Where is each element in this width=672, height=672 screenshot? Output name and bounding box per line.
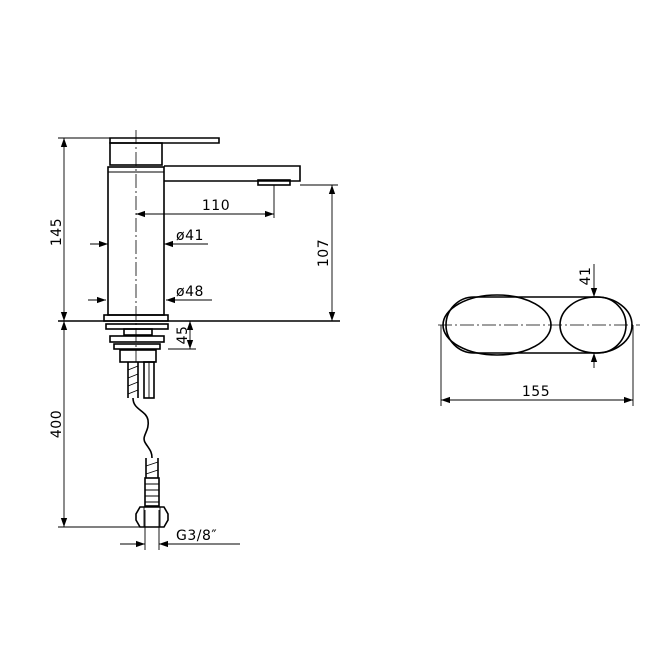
dim-label-155: 155 <box>522 384 550 400</box>
dimension-body-dia-upper: ø41 <box>90 228 208 248</box>
dim-label-107: 107 <box>316 239 332 267</box>
dimension-total-height: 145 <box>49 137 110 321</box>
dim-label-145: 145 <box>49 218 65 246</box>
dimension-body-dia-base: ø48 <box>88 284 212 304</box>
dim-label-dia41: ø41 <box>176 228 204 244</box>
dimension-plan-length: 155 <box>440 325 634 406</box>
hex-nut <box>135 506 169 528</box>
aerator <box>257 179 291 186</box>
dim-label-g38: G3/8″ <box>176 528 217 544</box>
dim-label-400: 400 <box>49 410 65 438</box>
spout <box>164 165 301 182</box>
dimension-spout-reach: 110 <box>136 185 275 218</box>
lever-handle <box>109 137 220 144</box>
side-elevation <box>58 130 340 528</box>
dim-label-45: 45 <box>175 326 191 345</box>
dimension-spout-height: 107 <box>300 184 338 321</box>
dimension-mount-depth: 45 <box>168 321 196 350</box>
supply-hose <box>127 361 160 507</box>
dim-label-110: 110 <box>202 198 230 214</box>
dim-label-dia48: ø48 <box>176 284 204 300</box>
dim-label-41: 41 <box>578 267 594 286</box>
dimension-plan-width: 41 <box>560 264 600 368</box>
plan-view <box>438 294 640 356</box>
dimension-hose-length: 400 <box>49 321 140 528</box>
dimension-connection-thread: G3/8″ <box>120 510 240 550</box>
